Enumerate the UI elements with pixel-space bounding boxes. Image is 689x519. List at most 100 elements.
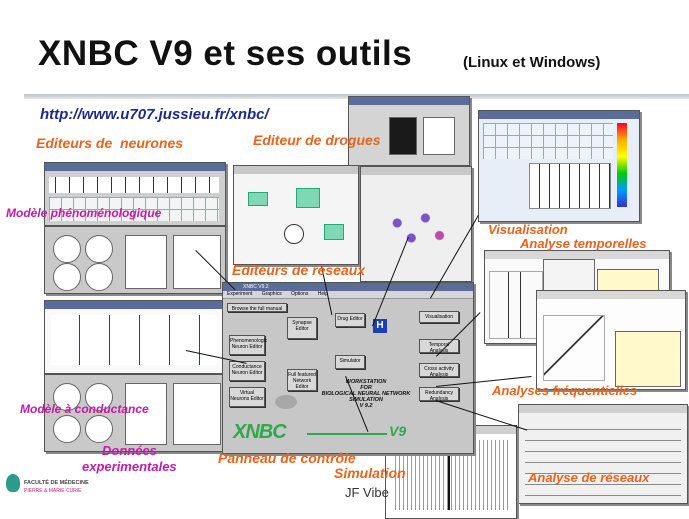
window-titlebar <box>234 166 358 174</box>
cross-activity-label: Cross activity Analysis <box>424 366 454 378</box>
menu-options[interactable]: Options <box>291 291 309 297</box>
conductance-editor-button[interactable]: Conductance Neuron Editor <box>229 361 265 381</box>
cross-correlation-grid <box>525 419 681 499</box>
browse-manual-label: Browse the full manual <box>231 306 283 312</box>
ecg-line-icon <box>307 433 387 435</box>
temporal-analysis-button[interactable]: Temporal Analysis <box>419 339 459 354</box>
label-experimentales: experimentales <box>82 459 177 474</box>
histogram-plot <box>489 271 543 339</box>
spike-plot <box>529 163 611 209</box>
network-node <box>324 224 344 240</box>
visualisation-screenshot <box>478 110 640 222</box>
window-titlebar <box>479 111 639 119</box>
analysis-menu <box>597 269 659 291</box>
virtual-neurons-label: Virtual Neurons Editor <box>230 390 264 402</box>
gauge-icon <box>85 383 113 411</box>
faculty-subname: PIERRE & MARIE CURIE <box>24 488 82 494</box>
network-analysis-screenshot <box>518 404 688 504</box>
temporal-analysis-label: Temporal Analysis <box>428 342 450 354</box>
network-editor-screenshot <box>233 165 359 265</box>
label-modele-phenomenologique: Modèle phénoménologique <box>6 206 162 220</box>
window-titlebar <box>45 301 225 309</box>
gauge-icon <box>85 415 113 443</box>
color-scale <box>617 123 627 207</box>
drug-editor-screenshot <box>348 96 470 166</box>
cross-activity-button[interactable]: Cross activity Analysis <box>419 363 459 378</box>
workstation-caption: WORKSTATION FOR BIOLOGICAL NEURAL NETWOR… <box>311 379 421 409</box>
full-network-editor-button[interactable]: Full featured Network Editor <box>287 369 317 391</box>
browse-manual-button[interactable]: Browse the full manual <box>227 303 287 312</box>
window-titlebar <box>485 251 669 259</box>
phenomenologic-gauges-screenshot <box>44 226 226 294</box>
phenomenologic-editor-button[interactable]: Phenomenologic Neuron Editor <box>229 335 268 355</box>
author-name: JF Vibe <box>345 485 389 500</box>
analysis-options <box>615 331 681 387</box>
gauge-icon <box>85 263 113 291</box>
plot-area <box>49 197 219 221</box>
synapse-editor-label: Synapse Editor <box>292 320 312 332</box>
window-titlebar <box>519 405 687 413</box>
redundancy-analysis-button[interactable]: Redundancy Analysis <box>419 387 459 402</box>
faculty-name: FACULTÉ DE MÉDECINE <box>24 480 89 486</box>
visualisation-label: Visualisation <box>425 314 453 320</box>
parameter-panel <box>125 235 167 289</box>
conductance-gauges-screenshot <box>44 374 226 452</box>
window-titlebar <box>45 163 225 171</box>
workstation-line: FOR <box>360 385 372 391</box>
page-subtitle: (Linux et Windows) <box>463 54 601 71</box>
network-node <box>284 224 304 244</box>
website-link[interactable]: http://www.u707.jussieu.fr/xnbc/ <box>40 106 269 123</box>
drug-network-screenshot <box>360 166 472 282</box>
workstation-line: V 9.2 <box>359 403 373 409</box>
simulator-button[interactable]: Simulator <box>335 355 365 369</box>
label-editeurs-reseaux: Editeurs de réseaux <box>232 262 366 278</box>
label-analyse-reseaux: Analyse de réseaux <box>528 470 650 485</box>
label-analyses-frequentielles: Analyses fréquentielles <box>492 383 638 398</box>
window-titlebar <box>349 97 469 105</box>
parameter-panel <box>173 383 221 445</box>
gauge-icon <box>53 383 81 411</box>
drug-editor-button[interactable]: Drug Editor <box>335 313 365 327</box>
drug-editor-label: Drug Editor <box>337 316 363 322</box>
control-panel-window: XNBC V9.2 Experiment Graphics Options He… <box>222 282 474 454</box>
label-editeur-drogues: Editeur de drogues <box>253 132 381 148</box>
menu-graphics[interactable]: Graphics <box>261 291 282 297</box>
virtual-neurons-button[interactable]: Virtual Neurons Editor <box>229 387 265 407</box>
workstation-line: WORKSTATION <box>345 379 387 385</box>
gauge-icon <box>53 263 81 291</box>
frequency-plot <box>543 315 605 381</box>
phenomenologic-editor-label: Phenomenologic Neuron Editor <box>230 338 268 350</box>
drug-list <box>389 117 417 155</box>
label-simulation: Simulation <box>334 465 406 481</box>
frequency-analysis-screenshot <box>536 290 686 390</box>
window-titlebar <box>361 167 471 175</box>
gauge-icon <box>85 235 113 263</box>
raster-plot <box>483 123 613 159</box>
spike-line <box>448 440 450 510</box>
parameter-panel <box>125 383 167 445</box>
gauge-icon <box>53 415 81 443</box>
menu-bar: Experiment Graphics Options Help <box>223 291 473 299</box>
parameter-panel <box>173 235 221 289</box>
synapse-editor-button[interactable]: Synapse Editor <box>287 317 317 339</box>
h-drug-icon: H <box>373 319 387 333</box>
full-network-editor-label: Full featured Network Editor <box>288 372 316 390</box>
label-visualisation: Visualisation <box>488 222 568 237</box>
xnbc-logo: XNBC <box>233 421 287 443</box>
phenomenologic-editor-screenshot <box>44 162 226 226</box>
analysis-menu <box>543 259 595 291</box>
gauge-icon <box>53 235 81 263</box>
menu-experiment[interactable]: Experiment <box>227 291 253 297</box>
workstation-line: SIMULATION <box>349 397 383 403</box>
label-analyse-temporelles: Analyse temporelles <box>520 236 647 251</box>
visualisation-button[interactable]: Visualisation <box>419 311 459 323</box>
version-logo: V9 <box>389 423 407 439</box>
label-panneau-controle: Panneau de contrôle <box>218 450 356 466</box>
drug-list <box>423 117 455 155</box>
spike-trace <box>51 315 217 365</box>
redundancy-analysis-label: Redundancy Analysis <box>424 390 454 402</box>
label-editeurs-neurones: Editeurs de neurones <box>36 135 184 151</box>
workstation-line: BIOLOGICAL NEURAL NETWORK <box>321 391 411 397</box>
control-panel-titlebar: XNBC V9.2 <box>223 283 473 291</box>
menu-help[interactable]: Help <box>317 291 329 297</box>
